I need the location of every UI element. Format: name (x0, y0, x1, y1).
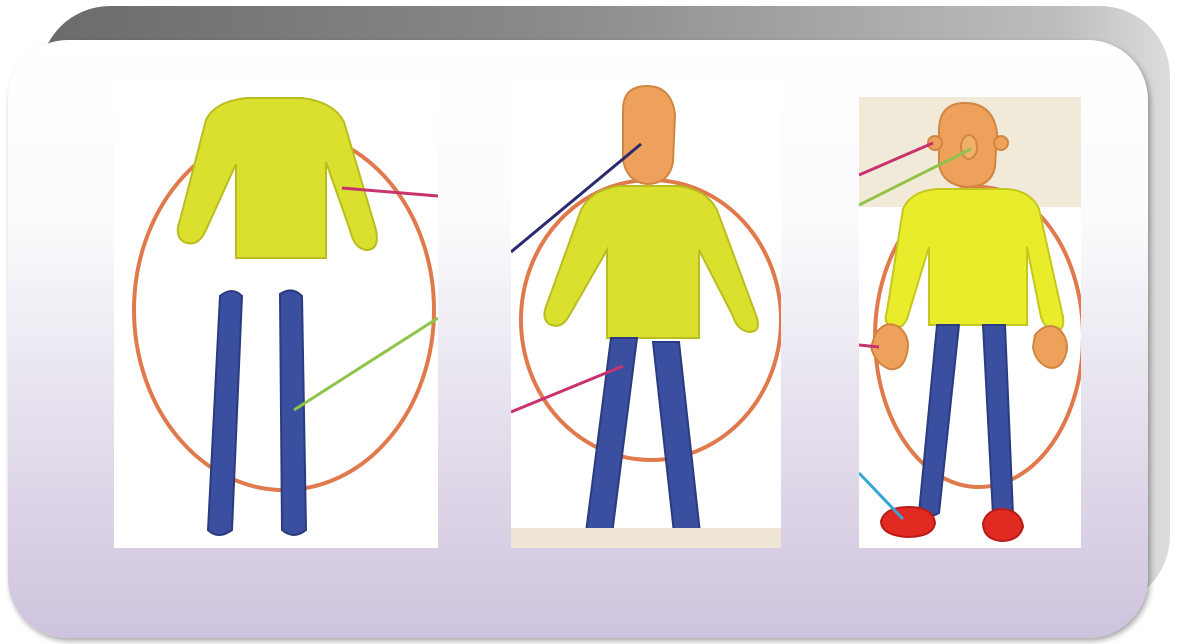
clay-ear-right (994, 136, 1008, 150)
clay-leg-right (280, 290, 306, 535)
step-1-photo (114, 80, 438, 548)
clay-hand-right (1033, 326, 1067, 368)
clay-shirt (544, 186, 758, 338)
pointer-line-hand (859, 345, 879, 347)
clay-leg-left (585, 338, 637, 545)
step-1-illustration (114, 80, 438, 548)
clay-shoe-right (983, 509, 1023, 541)
clay-leg-left (919, 325, 959, 516)
step-3-illustration (859, 97, 1081, 548)
clay-leg-right (653, 342, 701, 546)
clay-leg-right (983, 325, 1013, 518)
step-2-illustration (511, 80, 781, 548)
clay-shirt (886, 189, 1064, 331)
pointer-line-shoe (859, 473, 903, 519)
table-edge (511, 528, 781, 548)
clay-leg-left (208, 291, 242, 535)
clay-shoe-left (881, 507, 935, 537)
clay-nose (961, 135, 977, 159)
clay-shirt (178, 98, 377, 258)
clay-head (623, 86, 675, 184)
step-2-photo (511, 80, 781, 548)
step-3-photo (859, 97, 1081, 548)
